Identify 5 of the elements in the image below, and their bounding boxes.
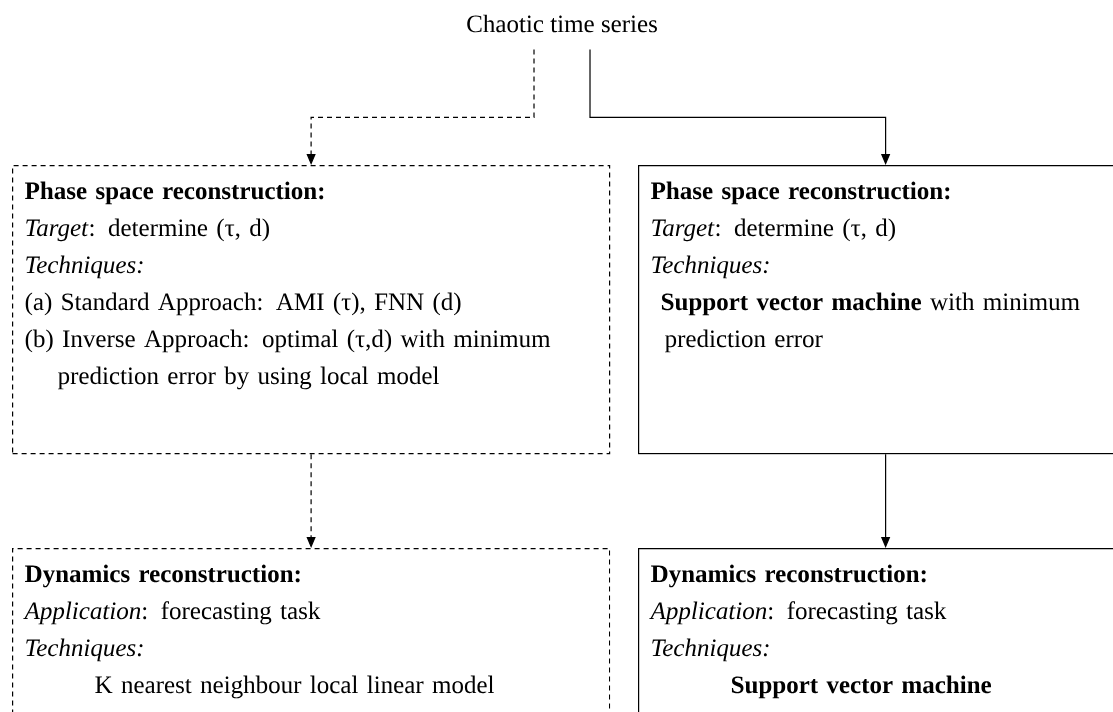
process-box: Phase space reconstruction: Target: determine (τ, d) Techniques: (a) Standard Approach: AMI (τ), FNN (d) (b) Inverse Approach: optimal (τ,d) with minimum prediction error by using local model [12, 165, 611, 455]
process-box: Phase space reconstruction: Target: determine (τ, d) Techniques: Support vector machine with minimum prediction error [638, 165, 1113, 455]
process-box: Dynamics reconstruction: Application: forecasting task Techniques: Support vector machine [638, 548, 1113, 712]
process-box: Dynamics reconstruction: Application: forecasting task Techniques: K nearest neighbour local linear model [12, 548, 611, 712]
title-text: Chaotic time series [467, 14, 657, 33]
